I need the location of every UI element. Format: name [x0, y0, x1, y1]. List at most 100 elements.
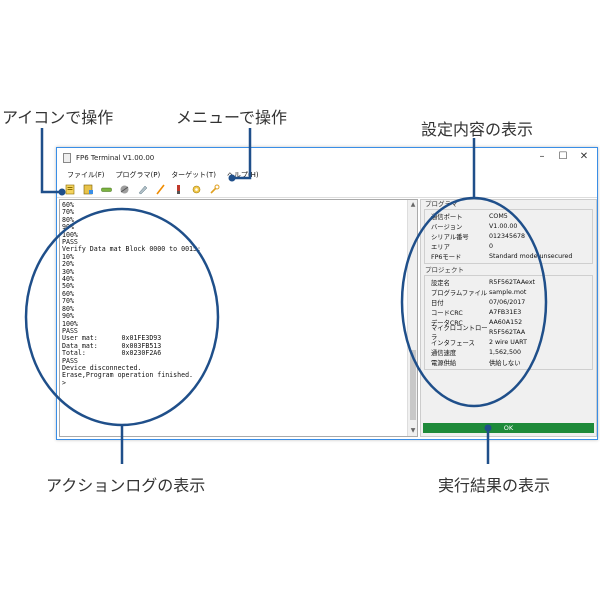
setting-value: V1.00.00 [489, 222, 518, 230]
log-line: 100% [62, 319, 78, 328]
log-line: 60% [62, 289, 74, 298]
setting-value: COM5 [489, 212, 508, 220]
log-line: 80% [62, 215, 74, 224]
app-icon [63, 153, 71, 163]
setting-label: プログラムファイル [431, 289, 488, 297]
callout-ring-settings [400, 196, 548, 408]
result-status-bar: OK [423, 423, 594, 433]
open-project-icon[interactable] [83, 184, 94, 195]
callout-line-icon-ops [40, 128, 60, 194]
setting-row: 電源供給 供給しない [425, 357, 592, 367]
setting-label: データCRC [431, 319, 463, 327]
log-line: PASS [62, 356, 78, 365]
erase-icon[interactable] [119, 184, 130, 195]
setting-row: コードCRC A7FB31E3 [425, 307, 592, 317]
title-bar: FP6 Terminal V1.00.00 – ☐ ✕ [57, 148, 597, 168]
log-line: 80% [62, 304, 74, 313]
log-line: 100% [62, 230, 78, 239]
log-scrollbar[interactable]: ▲ ▼ [407, 200, 417, 436]
setting-value: 2 wire UART [489, 338, 527, 346]
setting-label: コードCRC [431, 309, 463, 317]
setting-label: マイクロコントローラ [431, 325, 488, 341]
program-icon[interactable] [155, 184, 166, 195]
callout-dot-icon-ops [58, 188, 66, 196]
minimize-button[interactable]: – [539, 151, 545, 162]
setting-label: FP6モード [431, 253, 462, 261]
setting-value: 07/06/2017 [489, 298, 526, 306]
setting-value: A7FB31E3 [489, 308, 522, 316]
log-line: 10% [62, 252, 74, 261]
callout-dot-menu-ops [228, 174, 236, 182]
setting-row: 日付 07/06/2017 [425, 297, 592, 307]
setting-label: シリアル番号 [431, 233, 469, 241]
log-line: > [62, 378, 66, 387]
menu-target[interactable]: ターゲット(T) [171, 171, 216, 179]
callout-log-view: アクションログの表示 [46, 476, 206, 495]
log-line: 60% [62, 201, 74, 209]
project-group-title: プロジェクト [425, 266, 464, 274]
new-file-icon[interactable] [65, 184, 76, 195]
log-line: 90% [62, 312, 74, 321]
setting-value: sample.mot [489, 288, 527, 296]
log-line: Erase,Program operation finished. [62, 371, 194, 380]
setting-label: 電源供給 [431, 359, 457, 367]
programmer-group-title: プログラマ [425, 200, 458, 208]
tools-icon[interactable] [209, 184, 220, 195]
scroll-thumb[interactable] [410, 350, 416, 420]
close-button[interactable]: ✕ [579, 151, 589, 162]
menu-help[interactable]: ヘルプ(H) [226, 171, 259, 179]
menu-programmer[interactable]: プログラマ(P) [115, 171, 161, 179]
maximize-button[interactable]: ☐ [558, 151, 568, 162]
setting-value: Standard mode unsecured [489, 252, 573, 260]
log-line: User mat: 0x01FE3D93 [62, 334, 162, 343]
log-line: PASS [62, 238, 78, 247]
menu-bar: ファイル(F) プログラマ(P) ターゲット(T) ヘルプ(H) [57, 168, 597, 182]
setting-row: データCRC AA60A152 [425, 317, 592, 327]
log-line: Device disconnected. [62, 363, 142, 372]
setting-row: バージョン V1.00.00 [425, 221, 592, 231]
setting-label: バージョン [431, 223, 463, 231]
callout-settings-view: 設定内容の表示 [421, 120, 534, 139]
setting-value: 0 [489, 242, 494, 250]
window-title: FP6 Terminal V1.00.00 [76, 154, 155, 162]
setting-value: 1,562,500 [489, 348, 522, 356]
setting-value: R5F562TAA [489, 328, 526, 336]
setting-value: 供給しない [489, 359, 521, 367]
log-line: 30% [62, 267, 74, 276]
verify-icon[interactable] [173, 184, 184, 195]
log-line: 70% [62, 297, 74, 306]
blank-check-icon[interactable] [137, 184, 148, 195]
log-line: 50% [62, 282, 74, 291]
callout-ring-log [24, 207, 220, 427]
setting-row: 通信速度 1,562,500 [425, 347, 592, 357]
setting-label: インタフェース [431, 339, 475, 347]
menu-file[interactable]: ファイル(F) [67, 171, 105, 179]
scroll-up-arrow-icon[interactable]: ▲ [410, 201, 416, 208]
setting-label: 日付 [431, 299, 444, 307]
log-line: Data mat: 0x003FB513 [62, 341, 162, 350]
callout-icon-ops: アイコンで操作 [2, 108, 114, 127]
log-line: Verify Data mat Block 0000 to 0015: [62, 245, 201, 254]
toolbar [57, 182, 597, 198]
settings-icon[interactable] [191, 184, 202, 195]
setting-value: AA60A152 [489, 318, 523, 326]
callout-menu-ops: メニューで操作 [176, 108, 288, 127]
connect-icon[interactable] [101, 184, 112, 195]
setting-row: FP6モード Standard mode unsecured [425, 251, 592, 261]
scroll-down-arrow-icon[interactable]: ▼ [410, 427, 416, 434]
setting-label: 通信速度 [431, 349, 457, 357]
setting-value: R5F562TAAext [489, 278, 536, 286]
callout-line-menu-ops [232, 128, 252, 180]
log-line: Total: 0x0230F2A6 [62, 349, 162, 358]
